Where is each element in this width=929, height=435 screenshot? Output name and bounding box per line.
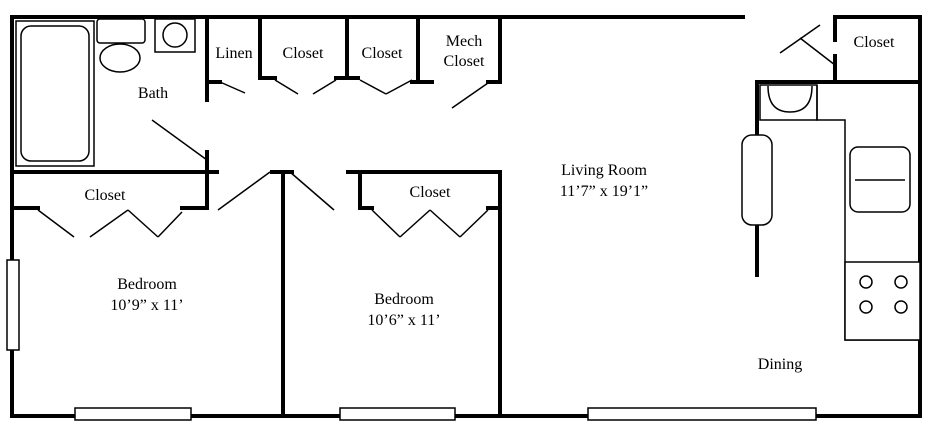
sink — [154, 18, 196, 53]
bedroom1-name-label: Bedroom — [117, 276, 177, 293]
mech-closet-label-line2: Closet — [444, 53, 485, 70]
mech-closet-door — [451, 80, 502, 109]
hall-closet-2-label: Closet — [362, 45, 403, 62]
refrigerator — [741, 134, 773, 226]
living-room-name-label: Living Room — [561, 162, 647, 179]
bedroom1-closet-label: Closet — [85, 187, 126, 204]
bedroom1-closet-doors — [12, 206, 209, 238]
bedroom1-door-swing — [217, 171, 271, 211]
hall-closet-1-label: Closet — [283, 45, 324, 62]
bedroom2-name-label: Bedroom — [374, 291, 434, 308]
kitchen-sink — [849, 146, 911, 213]
bedroom2-door-swing — [289, 171, 335, 211]
interior-walls — [10, 15, 922, 418]
hall-closet-1-doors — [258, 76, 349, 95]
mech-closet-label-line1: Mech — [446, 33, 482, 50]
entry-closet-label: Closet — [854, 34, 895, 51]
bedroom2-size-label: 10’6” x 11’ — [367, 312, 440, 329]
bath-label: Bath — [138, 85, 168, 102]
bathtub — [15, 20, 95, 167]
living-room-size-label: 11’7” x 19’1” — [560, 183, 648, 200]
bath-door-swing — [151, 119, 208, 161]
toilet — [96, 18, 146, 73]
entry-closet-door — [779, 24, 836, 66]
linen-closet-door — [205, 80, 246, 94]
stove — [844, 261, 921, 341]
linen-label: Linen — [215, 45, 252, 62]
hall-closet-2-doors — [345, 76, 434, 95]
bedroom1-size-label: 10’9” x 11’ — [110, 297, 183, 314]
bedroom2-closet-doors — [358, 170, 502, 238]
dining-label: Dining — [758, 356, 802, 373]
bedroom2-closet-label: Closet — [410, 184, 451, 201]
windows — [6, 259, 817, 421]
water-heater — [759, 84, 818, 121]
